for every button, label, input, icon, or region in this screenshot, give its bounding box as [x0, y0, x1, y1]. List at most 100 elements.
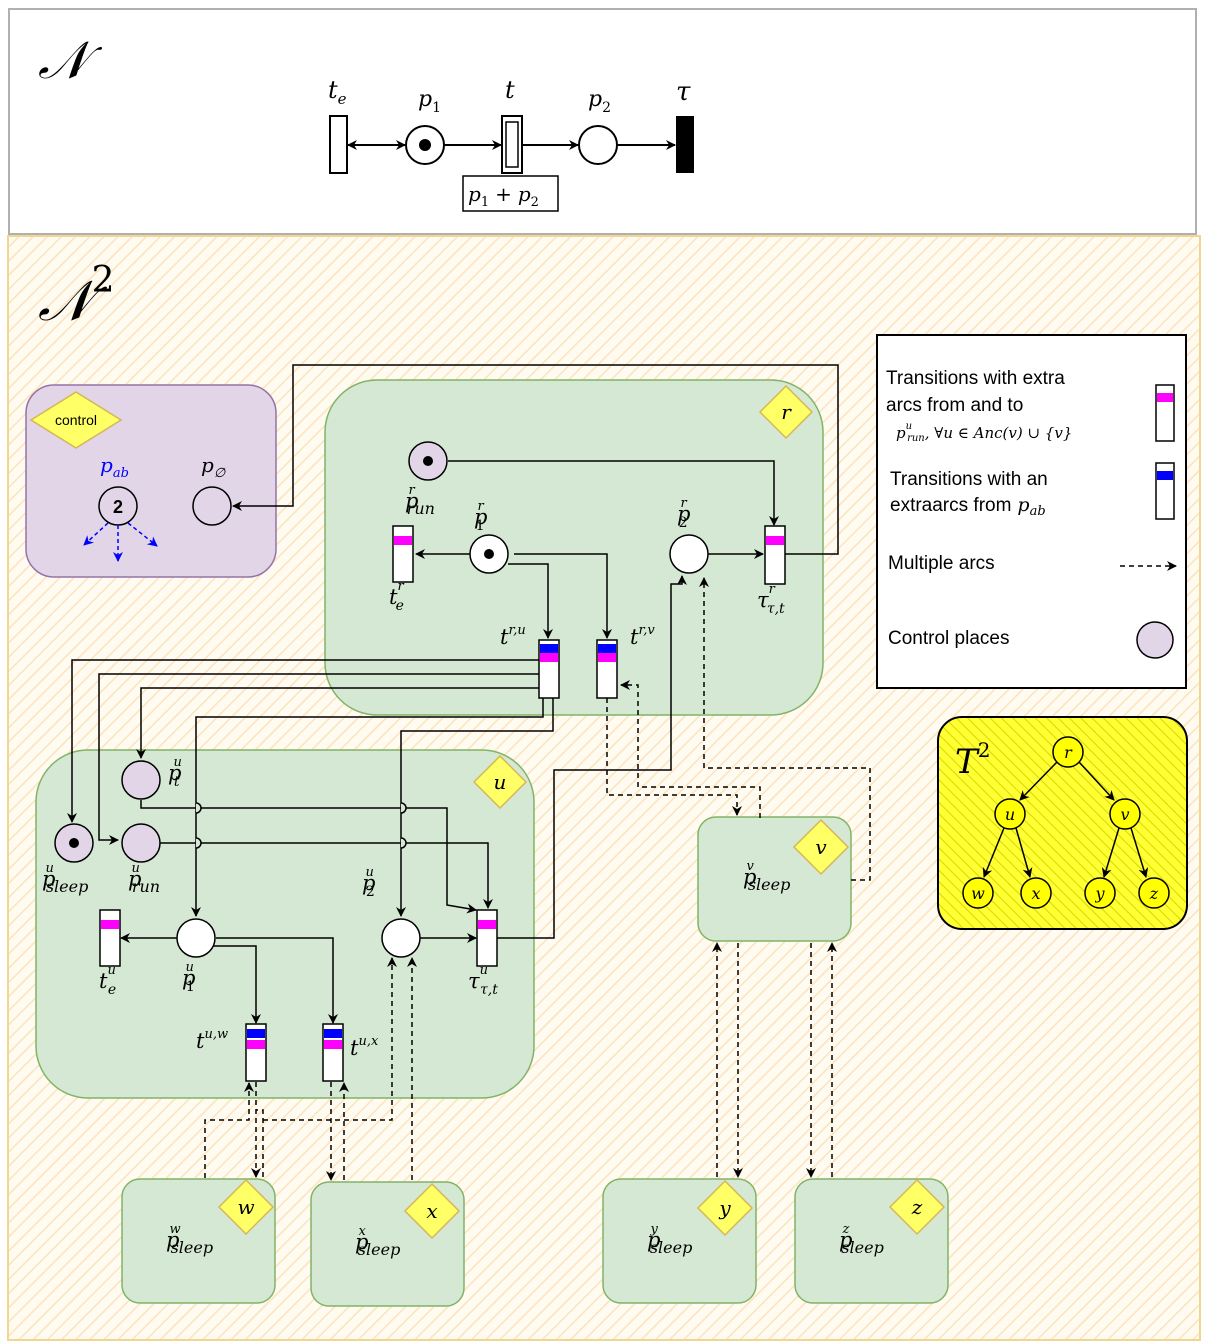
region-y-badge — [696, 1179, 754, 1237]
label-t-uw: tu,w — [196, 1027, 228, 1053]
top-label-p1: p1 — [418, 87, 441, 116]
arc-ptu-to-tau-u — [140, 800, 477, 914]
region-u-badge — [472, 754, 528, 810]
place-p2-r[interactable] — [669, 534, 709, 574]
multi-arc-w-to-tuw — [204, 1082, 254, 1178]
arc-tru-to-p2u — [396, 698, 554, 917]
tree-node-r-label: r — [1064, 743, 1073, 762]
arc-tru-to-pt-u — [136, 687, 539, 759]
top-transition-te[interactable] — [329, 115, 348, 174]
place-pt-u[interactable] — [121, 760, 161, 800]
arc-prunu-to-tau-u — [160, 842, 493, 909]
tree-edge-r-u — [1019, 761, 1058, 801]
multi-arc-v-to-p2r — [699, 577, 871, 881]
region-v-badge — [792, 818, 850, 876]
tree-node-w-label: w — [971, 884, 985, 903]
tree-edge-v-z — [1130, 827, 1149, 878]
region-w-badge-label: w — [237, 1195, 254, 1219]
multi-arc-w-to-tuw-2 — [256, 1109, 264, 1177]
p-empty-label: p∅ — [201, 453, 226, 481]
arc-tru-to-psleep-u — [67, 659, 539, 823]
label-t-ux: tu,x — [350, 1034, 379, 1060]
t-ru-magenta — [540, 653, 558, 662]
tree-node-u-label: u — [1005, 805, 1015, 824]
tree-node-z — [1138, 877, 1170, 909]
tree-node-y — [1084, 877, 1116, 909]
t-ux-blue — [324, 1029, 342, 1038]
place-prun-u[interactable] — [121, 823, 161, 863]
t-uw-magenta — [247, 1040, 265, 1049]
arc-p1r-to-tru — [508, 563, 553, 639]
transition-te-u[interactable] — [99, 909, 121, 967]
p-ab-arc-right — [127, 522, 158, 547]
tree-node-y-label: y — [1094, 884, 1105, 903]
psleep-u-token — [69, 838, 79, 848]
top-place-p2[interactable] — [578, 125, 618, 165]
transition-t-ux[interactable] — [322, 1023, 344, 1082]
arc-p1u-to-tuw — [212, 945, 261, 1024]
place-p1-u[interactable] — [176, 918, 216, 958]
transition-te-r[interactable] — [392, 525, 414, 583]
tree-edge-v-y — [1101, 827, 1120, 878]
arc-prun-r-to-tau-r — [448, 460, 779, 526]
label-t-ru: tr,u — [500, 623, 526, 649]
region-z-badge-label: z — [911, 1195, 923, 1219]
tree-node-v-label: v — [1120, 805, 1129, 824]
arc-tau-r-to-p-empty — [232, 364, 839, 555]
region-y-badge-label: y — [718, 1196, 731, 1220]
control-badge-label: control — [55, 412, 97, 428]
legend-blue-band — [1157, 471, 1173, 480]
place-p-empty[interactable] — [192, 486, 232, 526]
multi-arc-v-to-trv — [620, 680, 761, 818]
transition-tau-r[interactable] — [764, 525, 786, 585]
p-ab-label: pab — [100, 453, 129, 481]
transition-t-uw[interactable] — [245, 1023, 267, 1082]
t-ux-magenta — [324, 1040, 342, 1049]
legend-item1-line2: arcs from and to — [886, 395, 1023, 416]
tree-node-x — [1020, 877, 1052, 909]
te-r-magenta — [394, 536, 412, 545]
region-w-badge — [217, 1178, 275, 1236]
region-u — [35, 749, 535, 1099]
region-x-badge — [403, 1182, 461, 1240]
tree-edge-u-w — [982, 827, 1005, 878]
top-label-te: te — [328, 76, 347, 108]
legend-control-place — [1136, 621, 1174, 659]
tree-edge-r-v — [1078, 761, 1115, 801]
place-p2-u[interactable] — [381, 918, 421, 958]
t-uw-blue — [247, 1029, 265, 1038]
legend-item2-line1: Transitions with an — [890, 469, 1048, 490]
top-transition-t-inner — [505, 121, 519, 168]
top-transition-tau[interactable] — [676, 116, 694, 173]
top-guard-box — [462, 175, 559, 212]
label-t-rv: tr,v — [630, 623, 655, 649]
multi-arc-w-to-p2u — [263, 957, 397, 1121]
control-badge — [29, 391, 123, 449]
arc-crossing-hops — [195, 802, 407, 849]
transition-tau-u[interactable] — [476, 909, 498, 967]
multi-arc-trv-to-v — [606, 698, 742, 816]
region-v-badge-label: v — [815, 835, 827, 859]
arc-p1r-to-trv — [514, 553, 612, 639]
tau-u-magenta — [478, 920, 496, 929]
legend-item1-line1: Transitions with extra — [886, 368, 1065, 389]
region-r — [324, 379, 824, 716]
top-p1-token — [419, 139, 431, 151]
region-r-badge-label: r — [781, 400, 792, 424]
legend-item4: Control places — [888, 628, 1009, 649]
